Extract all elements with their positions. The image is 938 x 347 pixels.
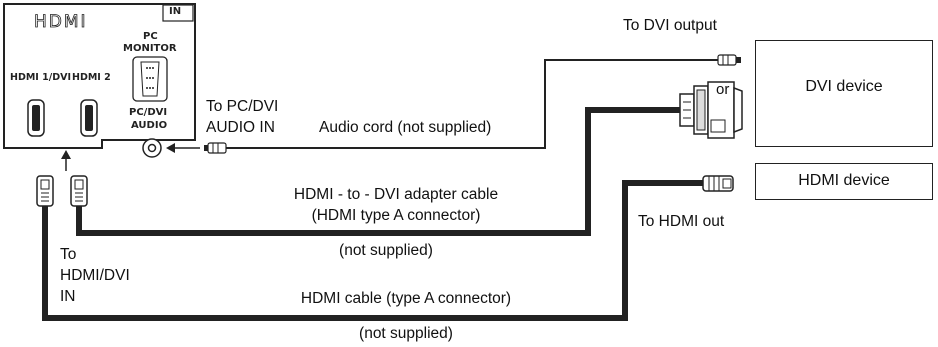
hdmi-logo: HDMI xyxy=(34,12,88,33)
audio-in-arrow xyxy=(166,143,200,153)
to-hdmi-dvi-in-label-line1: To xyxy=(60,246,77,263)
to-hdmi-dvi-in-label-line2: HDMI/DVI xyxy=(60,267,130,284)
to-hdmi-dvi-in-label-line3: IN xyxy=(60,288,76,305)
adapter-cable-not-supplied-label: (not supplied) xyxy=(339,242,433,259)
hdmi-in-arrow xyxy=(61,150,71,171)
audio-cord xyxy=(226,59,728,149)
tv-rear-panel xyxy=(3,3,196,149)
to-pcdvi-audio-in-label-line2: AUDIO IN xyxy=(206,119,275,136)
pcdvi-audio-label-line1: PC/DVI xyxy=(129,107,168,118)
hdmi-cable-not-supplied-label: (not supplied) xyxy=(359,325,453,342)
audio-cord-label: Audio cord (not supplied) xyxy=(319,119,492,136)
or-label: or xyxy=(716,81,730,98)
in-badge: IN xyxy=(169,6,182,17)
hdmi-cable-label: HDMI cable (type A connector) xyxy=(300,290,512,307)
pc-monitor-vga-port xyxy=(132,56,168,102)
hdmi2-label: HDMI 2 xyxy=(72,72,111,83)
hdmi1-dvi-label: HDMI 1/DVI xyxy=(10,72,71,83)
to-pcdvi-audio-in-label-line1: To PC/DVI xyxy=(206,98,279,115)
audio-plug-right xyxy=(717,54,741,66)
pcdvi-audio-jack xyxy=(142,138,162,158)
adapter-cable-label-line2: (HDMI type A connector) xyxy=(311,207,481,224)
hdmi1-port xyxy=(27,99,45,137)
in-badge-box xyxy=(162,4,194,22)
hdmi-cable xyxy=(42,180,705,321)
hdmi-device-box: HDMI device xyxy=(755,163,933,200)
to-hdmi-out-label: To HDMI out xyxy=(638,213,725,230)
hdmi-device-label: HDMI device xyxy=(798,172,890,189)
hdmi2-port xyxy=(80,99,98,137)
pc-monitor-label-line2: MONITOR xyxy=(123,43,177,54)
hdmi-plug-adapter-cable xyxy=(70,175,88,207)
adapter-cable-label-line1: HDMI - to - DVI adapter cable xyxy=(293,186,499,203)
hdmi-plug-hdmi-cable xyxy=(36,175,54,207)
dvi-device-label: DVI device xyxy=(805,78,883,95)
adapter-cable xyxy=(76,107,684,236)
dvi-plug xyxy=(679,81,743,139)
hdmi-plug-right xyxy=(702,175,734,192)
dvi-device-box: DVI device xyxy=(755,40,933,147)
pcdvi-audio-label-line2: AUDIO xyxy=(131,120,168,131)
to-dvi-output-label: To DVI output xyxy=(623,17,717,34)
audio-plug-left xyxy=(204,142,227,154)
pc-monitor-label-line1: PC xyxy=(143,31,158,42)
